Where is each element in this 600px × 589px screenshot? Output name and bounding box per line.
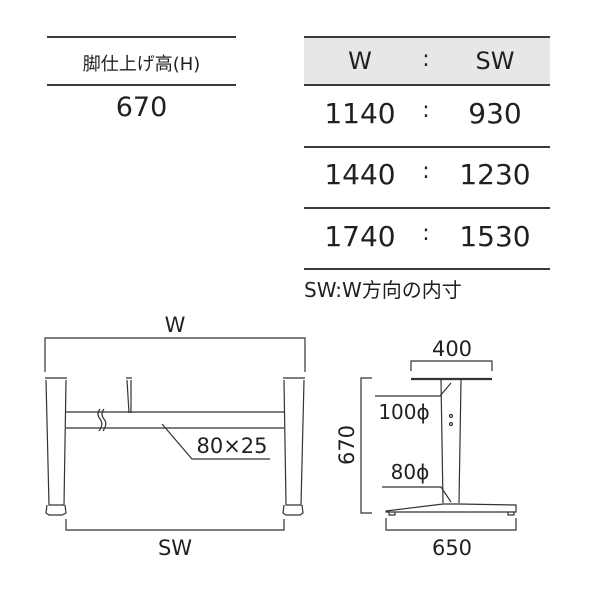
lower-diameter-label: 80ϕ: [391, 460, 430, 484]
beam-size-label: 80×25: [196, 434, 267, 458]
upper-leader: [375, 382, 452, 397]
row-1-sw: 930: [468, 97, 522, 130]
top-dimension-line: [410, 360, 493, 371]
divider: [47, 36, 236, 38]
row-2-sep: :: [422, 159, 430, 184]
right-leg: [282, 377, 305, 516]
break-mark: [97, 408, 107, 432]
inner-width-dimension-line: [65, 519, 285, 531]
row-3-sep: :: [422, 221, 430, 246]
row-3-w: 1740: [324, 220, 396, 253]
row-2-w: 1440: [324, 158, 396, 191]
row-1-w: 1140: [324, 97, 396, 130]
lower-leader: [382, 486, 452, 503]
divider: [304, 36, 550, 38]
header-sep: :: [422, 47, 430, 72]
beam: [66, 411, 284, 429]
divider: [304, 268, 550, 270]
size-table-header-row: [304, 37, 550, 84]
height-dimension-line: [360, 377, 372, 514]
bolt-hole: [448, 421, 454, 427]
beam-leader-line: [161, 423, 270, 460]
row-3-sw: 1530: [459, 220, 531, 253]
width-dimension-line: [44, 337, 306, 372]
upper-diameter-label: 100ϕ: [378, 400, 429, 424]
header-sw: SW: [475, 47, 515, 75]
top-width-label: 400: [432, 337, 472, 361]
column: [440, 379, 462, 504]
height-table-header: 脚仕上げ高(H): [82, 54, 201, 75]
top-bracket: [126, 377, 132, 414]
header-w: W: [348, 47, 372, 75]
base-dimension-line: [385, 518, 517, 531]
front-view: [44, 337, 306, 531]
base-width-label: 650: [432, 536, 472, 560]
divider: [304, 84, 550, 86]
height-label: 670: [335, 425, 359, 465]
inner-width-label: SW: [158, 536, 192, 560]
divider: [47, 84, 236, 86]
divider: [304, 207, 550, 209]
row-2-sw: 1230: [459, 158, 531, 191]
width-label: W: [165, 313, 186, 337]
size-table-note: SW:W方向の内寸: [304, 278, 462, 302]
base: [385, 503, 517, 516]
left-leg: [45, 377, 67, 516]
divider: [304, 146, 550, 148]
side-view: [360, 360, 517, 531]
bolt-hole: [448, 413, 454, 419]
height-value: 670: [115, 92, 168, 123]
row-1-sep: :: [422, 98, 430, 123]
